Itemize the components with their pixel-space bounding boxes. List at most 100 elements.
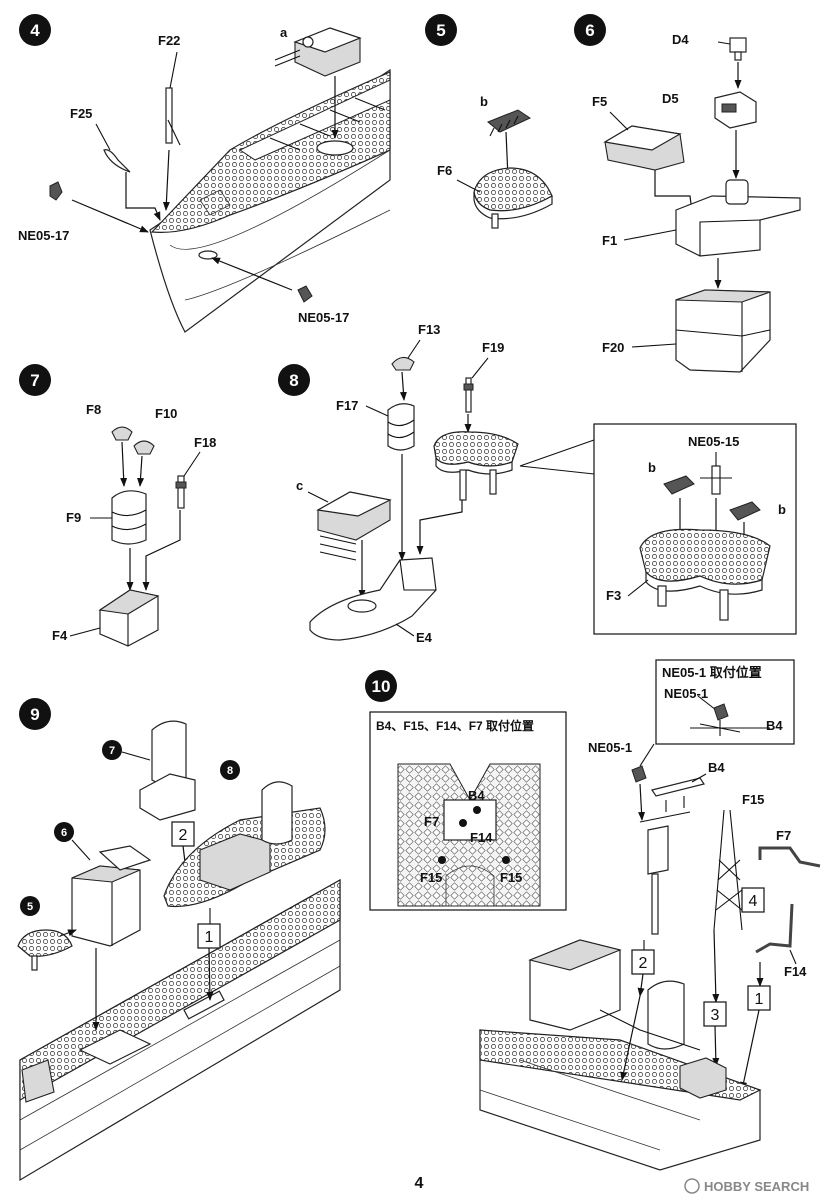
svg-text:F15: F15 xyxy=(420,870,442,885)
ship-deck-step9 xyxy=(19,878,341,1182)
svg-text:F19: F19 xyxy=(482,340,504,355)
main-mast xyxy=(639,811,691,935)
svg-text:NE05-1 取付位置: NE05-1 取付位置 xyxy=(662,665,762,680)
part-f20 xyxy=(675,289,771,373)
step-5-badge: 5 xyxy=(425,14,457,46)
step-10-inset-positions: B4、F15、F14、F7 取付位置 B4 F7 F14 F15 F15 xyxy=(369,711,567,911)
svg-text:B4: B4 xyxy=(468,788,485,803)
step-8-inset: NE05-15 b b F3 xyxy=(593,423,797,635)
ref-badge-5: 5 xyxy=(20,896,40,916)
part-b-inset-left xyxy=(663,475,695,495)
svg-text:a: a xyxy=(280,25,288,40)
svg-text:F6: F6 xyxy=(437,163,452,178)
step-6: 6 D4 D5 F5 F1 xyxy=(574,14,801,373)
watermark-text: HOBBY SEARCH xyxy=(704,1179,809,1194)
svg-text:D4: D4 xyxy=(672,32,689,47)
svg-text:b: b xyxy=(648,460,656,475)
subassembly-7 xyxy=(139,720,196,821)
svg-text:6: 6 xyxy=(61,827,67,839)
svg-text:5: 5 xyxy=(27,901,33,913)
svg-text:F3: F3 xyxy=(606,588,621,603)
part-ne05-17-right xyxy=(297,285,313,303)
svg-text:NE05-17: NE05-17 xyxy=(298,310,349,325)
svg-text:5: 5 xyxy=(436,21,445,40)
part-f8 xyxy=(111,426,133,441)
svg-text:F4: F4 xyxy=(52,628,68,643)
step-5: 5 b F6 xyxy=(425,14,553,229)
svg-text:6: 6 xyxy=(585,21,594,40)
part-f6 xyxy=(473,167,553,229)
part-ne05-17-left xyxy=(49,181,63,201)
svg-text:NE05-15: NE05-15 xyxy=(688,434,739,449)
svg-text:7: 7 xyxy=(109,745,115,757)
svg-text:10: 10 xyxy=(372,677,391,696)
part-f15 xyxy=(713,809,743,931)
svg-text:F1: F1 xyxy=(602,233,617,248)
svg-text:F14: F14 xyxy=(470,830,493,845)
step-4-badge: 4 xyxy=(19,14,51,46)
svg-text:B4: B4 xyxy=(708,760,725,775)
step-9: 9 7 2 8 xyxy=(17,698,341,1182)
bow-hull xyxy=(149,68,391,333)
part-d5 xyxy=(714,91,757,129)
svg-text:F17: F17 xyxy=(336,398,358,413)
part-f5 xyxy=(603,125,685,171)
svg-text:D5: D5 xyxy=(662,91,679,106)
svg-text:4: 4 xyxy=(749,893,758,910)
subassembly-6 xyxy=(71,845,152,947)
ref-badge-6: 6 xyxy=(54,822,74,842)
part-f22 xyxy=(165,87,181,146)
ship-step10 xyxy=(479,939,762,1171)
step-8-badge: 8 xyxy=(278,364,310,396)
svg-text:NE05-1: NE05-1 xyxy=(588,740,632,755)
part-e4 xyxy=(309,557,437,641)
svg-text:9: 9 xyxy=(30,705,39,724)
svg-text:F7: F7 xyxy=(776,828,791,843)
ref-badge-7: 7 xyxy=(102,740,122,760)
part-b4 xyxy=(651,777,705,812)
step-7-badge: 7 xyxy=(19,364,51,396)
page-number: 4 xyxy=(415,1175,424,1192)
svg-text:E4: E4 xyxy=(416,630,433,645)
part-b-inset-right xyxy=(729,501,761,521)
part-f4 xyxy=(98,589,160,647)
ref-badge-8: 8 xyxy=(220,760,240,780)
subassembly-5 xyxy=(17,929,73,971)
svg-text:2: 2 xyxy=(179,827,188,844)
svg-text:F25: F25 xyxy=(70,106,92,121)
step-8: 8 F13 F17 F19 xyxy=(278,322,797,645)
svg-text:NE05-17: NE05-17 xyxy=(18,228,69,243)
part-f13 xyxy=(391,356,415,371)
subassembly-8 xyxy=(163,781,326,908)
step-9-badge: 9 xyxy=(19,698,51,730)
svg-text:3: 3 xyxy=(711,1007,720,1024)
part-f9 xyxy=(111,490,147,545)
svg-text:c: c xyxy=(296,478,303,493)
part-f7 xyxy=(758,846,821,868)
svg-text:F20: F20 xyxy=(602,340,624,355)
svg-text:1: 1 xyxy=(205,929,214,946)
svg-text:NE05-1: NE05-1 xyxy=(664,686,708,701)
part-f17 xyxy=(387,403,415,451)
svg-text:b: b xyxy=(480,94,488,109)
part-f18 xyxy=(175,475,187,509)
part-f19 xyxy=(463,377,474,413)
turret-a xyxy=(274,27,362,77)
svg-text:F7: F7 xyxy=(424,814,439,829)
svg-text:2: 2 xyxy=(639,955,648,972)
part-c xyxy=(316,491,392,561)
part-f14 xyxy=(755,903,794,954)
step-6-badge: 6 xyxy=(574,14,606,46)
svg-text:F10: F10 xyxy=(155,406,177,421)
step-4: 4 a F22 xyxy=(18,14,391,333)
svg-text:b: b xyxy=(778,502,786,517)
svg-text:F15: F15 xyxy=(500,870,522,885)
svg-text:F22: F22 xyxy=(158,33,180,48)
part-ne05-1 xyxy=(631,765,647,783)
svg-text:8: 8 xyxy=(227,765,233,777)
svg-text:F13: F13 xyxy=(418,322,440,337)
part-f1 xyxy=(675,179,801,257)
svg-text:F9: F9 xyxy=(66,510,81,525)
step-10: 10 B4、F15、F14、F7 取付位置 B4 F7 F14 F15 F15 … xyxy=(365,659,821,1171)
